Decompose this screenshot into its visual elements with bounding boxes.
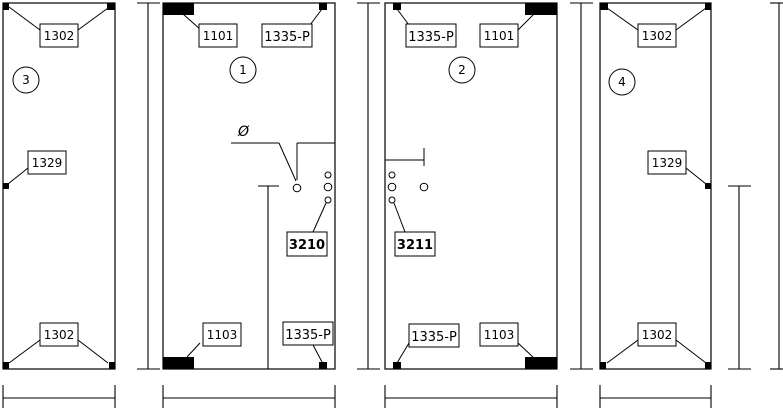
panel-1-code-tag: 3210 (286, 231, 328, 257)
panel-3-corner-bl (3, 362, 9, 369)
panel-4-top-tag-label: 1302 (642, 29, 673, 43)
panel-1-tag-top-left: 1101 (198, 23, 238, 48)
panel-1-inner-dimension (258, 185, 279, 369)
panel-2-tag-bottom-right: 1103 (479, 322, 519, 347)
panel-3-top-tag-label: 1302 (44, 29, 75, 43)
panel-4-corner-br (705, 362, 711, 369)
panel-2-tag-bottom-left-label: 1335-P (411, 330, 457, 345)
panel-2-tag-bottom-right-label: 1103 (484, 328, 515, 342)
panel-2-tag-top-left-label: 1335-P (408, 30, 454, 45)
panel-2-corner-bl (393, 362, 401, 369)
height-dimension-far-right (770, 2, 783, 370)
panel-1-tag-bottom-left-label: 1103 (207, 328, 238, 342)
panel-1-number: 1 (229, 56, 257, 84)
panel-1-hole-large (292, 183, 302, 193)
panel-1-tag-bottom-right-label: 1335-P (285, 328, 331, 343)
panel-2-hole-2 (387, 182, 397, 192)
panel-3-outline (2, 2, 116, 370)
panel-1-diameter-symbol: Ø (237, 124, 250, 140)
panel-2-outline (384, 2, 558, 370)
panel-2-hinge-bottom (525, 357, 557, 369)
panel-4-outline (599, 2, 712, 370)
panel-2-number-label: 2 (458, 63, 466, 77)
panel-3-mid-marker (3, 183, 9, 189)
panel-1-width-dimension (162, 385, 336, 408)
panel-4-bottom-tag: 1302 (637, 322, 677, 347)
panel-3-mid-tag: 1329 (27, 150, 67, 175)
panel-1-hinge-bottom (163, 357, 194, 369)
panel-1-number-label: 1 (239, 63, 247, 77)
panel-4-number: 4 (608, 68, 636, 96)
panel-4-corner-bl (600, 362, 606, 369)
height-dimension-right (570, 2, 593, 370)
panel-2-width-dimension (384, 385, 558, 408)
panel-1-tag-bottom-left: 1103 (202, 322, 242, 347)
panel-1: 1101 1335-P 1 Ø 3210 (162, 2, 336, 408)
panel-1-hole-2 (323, 182, 333, 192)
panel-1-hole-1 (324, 171, 332, 179)
panel-3-number-label: 3 (22, 73, 30, 87)
panel-1-tag-top-right-label: 1335-P (264, 30, 310, 45)
height-dimension-partial (728, 185, 751, 370)
panel-3-corner-br (109, 362, 115, 369)
panel-3-mid-tag-label: 1329 (32, 156, 63, 170)
panel-4: 1302 4 1329 1302 (599, 2, 712, 408)
panel-2-hole-large (419, 182, 429, 192)
panel-2-tag-top-right: 1101 (479, 23, 519, 48)
panel-4-mid-tag: 1329 (647, 150, 687, 175)
panel-1-outline (162, 2, 336, 370)
panel-3-bottom-tag: 1302 (39, 322, 79, 347)
panel-3-number: 3 (12, 66, 40, 94)
panel-2: 1335-P 1101 2 3211 1335-P 11 (384, 2, 558, 408)
panel-1-tag-bottom-right: 1335-P (282, 321, 334, 346)
panel-4-corner-tr (705, 3, 711, 10)
panel-2-tag-top-left: 1335-P (405, 23, 457, 48)
panel-2-corner-tl (393, 3, 401, 10)
panel-3-width-dimension (2, 385, 116, 408)
panel-4-bottom-tag-label: 1302 (642, 328, 673, 342)
panel-1-hinge-top (163, 3, 194, 15)
panel-1-corner-tr (319, 3, 327, 10)
panel-2-hole-1 (388, 171, 396, 179)
panel-2-hole-3 (388, 196, 396, 204)
panel-3-corner-tl (3, 3, 9, 10)
panel-3-bottom-tag-label: 1302 (44, 328, 75, 342)
panel-1-hole-3 (324, 196, 332, 204)
panel-1-code-tag-label: 3210 (289, 238, 325, 253)
panel-3-corner-tr (107, 3, 115, 10)
panel-2-number: 2 (448, 56, 476, 84)
height-dimension-left (137, 2, 160, 370)
panel-4-number-label: 4 (618, 75, 626, 89)
panel-2-code-tag: 3211 (394, 231, 436, 257)
panel-1-tag-top-left-label: 1101 (203, 29, 234, 43)
panel-2-code-tag-label: 3211 (397, 238, 433, 253)
height-dimension-center (357, 2, 380, 370)
panel-3-top-tag: 1302 (39, 23, 79, 48)
panel-2-hinge-top (525, 3, 557, 15)
panel-4-width-dimension (599, 385, 712, 408)
panel-1-corner-br (319, 362, 327, 369)
panel-2-tag-top-right-label: 1101 (484, 29, 515, 43)
panel-1-diameter-callout: Ø (231, 124, 297, 182)
panel-4-top-tag: 1302 (637, 23, 677, 48)
panel-1-tag-top-right: 1335-P (261, 23, 313, 48)
panel-4-corner-tl (600, 3, 608, 10)
panel-4-mid-marker (705, 183, 711, 189)
panel-3: 1302 3 1329 1302 (2, 2, 116, 408)
panel-2-tag-bottom-left: 1335-P (408, 323, 460, 348)
panel-4-mid-tag-label: 1329 (652, 156, 683, 170)
